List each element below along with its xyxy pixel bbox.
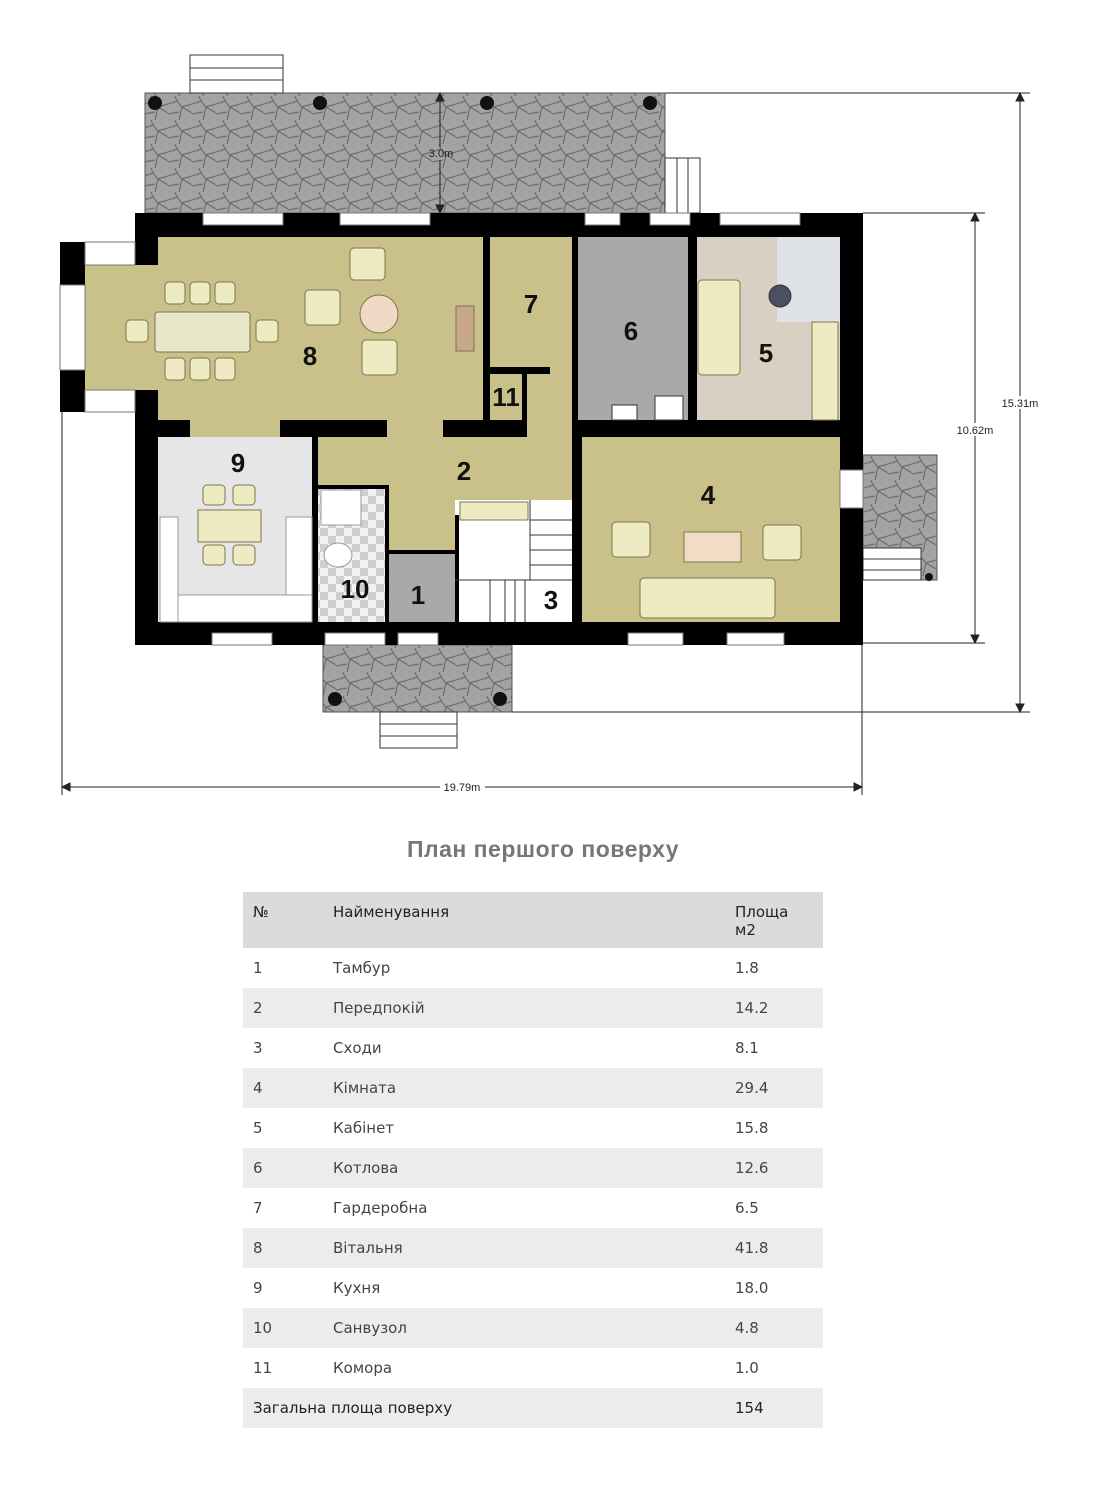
room-label-6: 6 (624, 316, 638, 346)
cell-area: 29.4 (735, 1068, 823, 1108)
cell-area: 1.0 (735, 1359, 759, 1377)
room-label-8: 8 (303, 341, 317, 371)
cell-name: Кімната (333, 1068, 735, 1108)
table-row: 11 Комора 1.0 (243, 1348, 823, 1388)
cell-number: 5 (253, 1119, 263, 1137)
room-label-4: 4 (701, 480, 716, 510)
table-row: 1 Тамбур 1.8 (243, 948, 823, 988)
dimension-depth-total: 15.31m (1002, 398, 1039, 410)
cell-area: 12.6 (735, 1148, 823, 1188)
table-row: 9 Кухня 18.0 (243, 1268, 823, 1308)
cell-name: Передпокій (333, 988, 735, 1028)
cell-name: Вітальня (333, 1228, 735, 1268)
cell-number: 6 (243, 1148, 333, 1188)
room-label-3: 3 (544, 585, 558, 615)
room-label-2: 2 (457, 456, 471, 486)
header-area-line2: м2 (735, 921, 756, 939)
cell-area: 18.0 (735, 1279, 769, 1297)
room-label-1: 1 (411, 580, 425, 610)
dimension-width-total: 19.79m (444, 782, 481, 794)
table-row: 5 Кабінет 15.8 (243, 1108, 823, 1148)
cell-area: 15.8 (735, 1119, 769, 1137)
room-label-11: 11 (492, 382, 520, 412)
cell-name: Сходи (333, 1039, 382, 1057)
cell-name: Котлова (333, 1148, 735, 1188)
header-number: № (243, 892, 333, 948)
cell-number: 8 (243, 1228, 333, 1268)
cell-area: 6.5 (735, 1199, 759, 1217)
cell-area: 1.8 (735, 959, 759, 977)
table-row: 7 Гардеробна 6.5 (243, 1188, 823, 1228)
floor-plan: 1 2 3 4 5 6 7 8 9 10 11 15.31m 10.62m 19… (59, 54, 1039, 795)
table-row: 3 Сходи 8.1 (243, 1028, 823, 1068)
cell-number: 1 (253, 959, 263, 977)
room-label-9: 9 (231, 448, 245, 478)
cell-name: Кабінет (333, 1119, 395, 1137)
columns (148, 96, 933, 706)
cell-name: Кухня (333, 1279, 381, 1297)
cell-name: Тамбур (333, 959, 391, 977)
terrace-top (144, 92, 666, 214)
room-label-5: 5 (759, 338, 773, 368)
cell-number: 2 (243, 988, 333, 1028)
header-name: Найменування (333, 892, 735, 948)
stairs (455, 500, 572, 622)
cell-area: 4.8 (735, 1308, 823, 1348)
page-title: План першого поверху (406, 836, 680, 862)
dimension-depth-house: 10.62m (957, 425, 994, 437)
porch-bottom (322, 644, 513, 713)
cell-number: 4 (243, 1068, 333, 1108)
cell-area: 41.8 (735, 1228, 823, 1268)
cell-number: 9 (253, 1279, 263, 1297)
total-area: 154 (735, 1388, 823, 1428)
header-area-line1: Площа (735, 903, 789, 921)
interior-walls (135, 237, 863, 622)
cell-name: Санвузол (333, 1308, 735, 1348)
room-labels: 1 2 3 4 5 6 7 8 9 10 11 (231, 289, 773, 615)
cell-area: 14.2 (735, 988, 823, 1028)
cell-number: 10 (243, 1308, 333, 1348)
cell-area: 8.1 (735, 1039, 759, 1057)
cell-name: Гардеробна (333, 1199, 428, 1217)
furniture (125, 247, 839, 623)
dimension-terrace: 3.0m (429, 148, 453, 160)
cell-number: 3 (253, 1039, 263, 1057)
room-label-7: 7 (524, 289, 538, 319)
windows (59, 212, 864, 646)
cell-name: Комора (333, 1359, 393, 1377)
room-label-10: 10 (341, 574, 370, 604)
total-label: Загальна площа поверху (243, 1388, 735, 1428)
cell-number: 11 (253, 1359, 273, 1377)
cell-number: 7 (253, 1199, 263, 1217)
steps (189, 54, 922, 749)
